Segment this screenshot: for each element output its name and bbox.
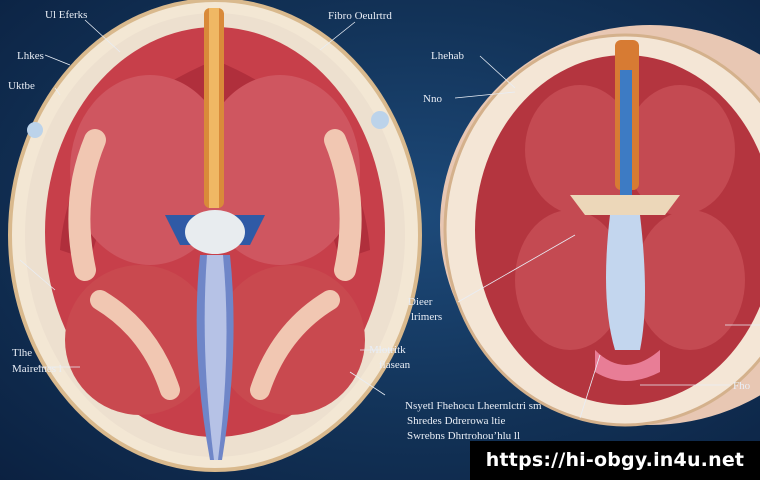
label-left-lower-1: Tlhe [12, 347, 33, 359]
label-left-2: Uktbe [8, 80, 35, 92]
label-center-right-2: lrimers [411, 311, 443, 323]
leader-lines [19, 19, 760, 419]
right-cross-section [440, 25, 760, 427]
label-top-center: Fibro Oeulrtrd [328, 10, 392, 22]
left-cross-section [8, 0, 422, 472]
label-far-right: Fho [733, 380, 751, 392]
label-bottom-1: Nsyetl Fhehocu Lheernlctri sm [405, 400, 542, 412]
watermark-url: https://hi-obgy.in4u.net [470, 441, 760, 480]
label-bottom-3: Swrebns Dhrtrohou’hlu ll [407, 430, 521, 442]
label-right-top: Lhehab [431, 50, 464, 62]
label-center-right-1: Dieer [408, 296, 433, 308]
label-bottom-2: Shredes Ddrerowa ltie [407, 415, 506, 427]
label-right-mid: Nno [423, 93, 442, 105]
label-center-low-2: flasean [379, 359, 411, 371]
label-left-lower-2: Mairelnes l [12, 363, 62, 375]
label-left-1: Lhkes [17, 50, 44, 62]
label-top-left: Ul Eferks [45, 9, 88, 21]
label-center-low-1: Mlotritk [369, 344, 406, 356]
